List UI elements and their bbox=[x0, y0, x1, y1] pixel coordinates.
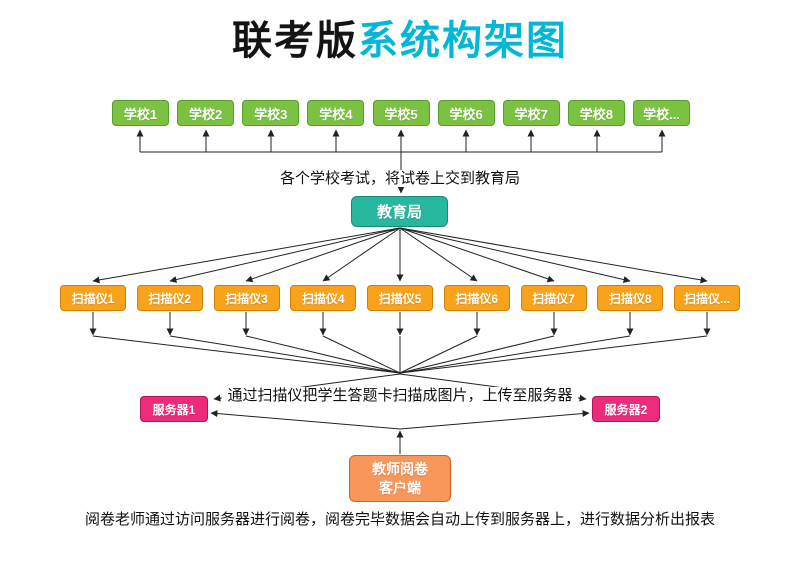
scanner-node: 扫描仪3 bbox=[213, 285, 280, 311]
school-node: 学校... bbox=[633, 100, 690, 126]
school-node: 学校5 bbox=[372, 100, 430, 126]
school-node: 学校2 bbox=[177, 100, 235, 126]
diagram-title: 联考版系统构架图 bbox=[0, 8, 800, 66]
schools-note: 各个学校考试，将试卷上交到教育局 bbox=[0, 167, 800, 188]
server2-node: 服务器2 bbox=[592, 396, 660, 422]
scanners-note: 通过扫描仪把学生答题卡扫描成图片，上传至服务器 bbox=[0, 384, 800, 405]
footer-note: 阅卷老师通过访问服务器进行阅卷，阅卷完毕数据会自动上传到服务器上，进行数据分析出… bbox=[0, 508, 800, 529]
scanner-node: 扫描仪7 bbox=[520, 285, 587, 311]
school-node: 学校8 bbox=[567, 100, 625, 126]
scanner-node: 扫描仪1 bbox=[60, 285, 126, 311]
school-node: 学校4 bbox=[307, 100, 365, 126]
scanner-node: 扫描仪2 bbox=[136, 285, 203, 311]
scanner-node: 扫描仪5 bbox=[367, 285, 433, 311]
school-node: 学校6 bbox=[437, 100, 495, 126]
scanner-node: 扫描仪... bbox=[674, 285, 740, 311]
server1-node: 服务器1 bbox=[140, 396, 208, 422]
school-node: 学校1 bbox=[112, 100, 169, 126]
client-label-line2: 客户端 bbox=[379, 479, 421, 496]
scanner-node: 扫描仪6 bbox=[443, 285, 510, 311]
school-node: 学校3 bbox=[242, 100, 300, 126]
client-node: 教师阅卷 客户端 bbox=[349, 455, 451, 502]
schools-row: 学校1 学校2 学校3 学校4 学校5 学校6 学校7 学校8 学校... bbox=[112, 100, 690, 126]
scanners-row: 扫描仪1 扫描仪2 扫描仪3 扫描仪4 扫描仪5 扫描仪6 扫描仪7 扫描仪8 … bbox=[60, 285, 740, 311]
title-main: 系统构架图 bbox=[358, 19, 568, 63]
scanner-node: 扫描仪4 bbox=[290, 285, 357, 311]
scanner-node: 扫描仪8 bbox=[597, 285, 664, 311]
school-node: 学校7 bbox=[502, 100, 560, 126]
bureau-node: 教育局 bbox=[351, 196, 448, 227]
title-prefix: 联考版 bbox=[232, 19, 358, 63]
client-label-line1: 教师阅卷 bbox=[372, 460, 428, 477]
